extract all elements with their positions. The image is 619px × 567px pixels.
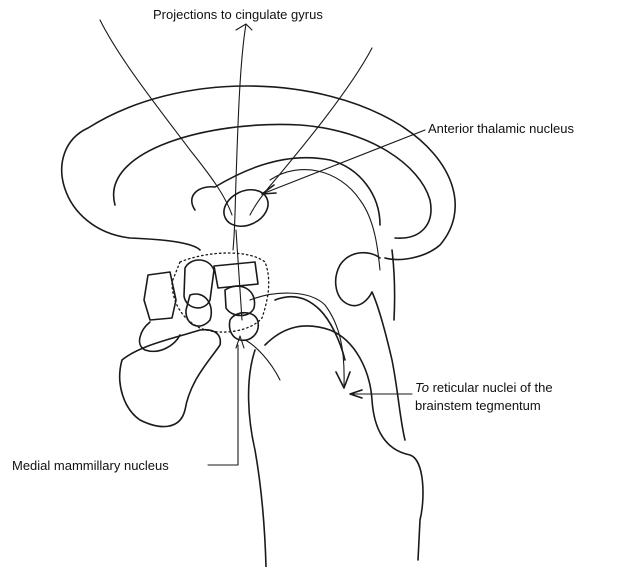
brainstem-right-wall: [391, 249, 396, 321]
descending-fiber: [244, 339, 281, 381]
title-projections-cingulate: Projections to cingulate gyrus: [153, 7, 323, 22]
cerebellar-notch: [334, 251, 406, 441]
optic-chiasm-shape: [138, 321, 181, 353]
nucleus-block-left: [143, 271, 177, 321]
mammillary-pointer-arrowhead: [235, 335, 245, 349]
anterior-thalamic-nucleus-shape: [223, 188, 269, 228]
outer-arch: [61, 85, 456, 261]
inner-arch: [112, 123, 432, 239]
projection-line-left: [99, 19, 233, 216]
infundibulum-shape: [118, 328, 222, 428]
nucleus-block-b: [213, 261, 259, 289]
reticular-pathway-arrowhead: [335, 371, 351, 389]
nucleus-dotted-boundary: [171, 252, 270, 333]
label-reticular-line2: brainstem tegmentum: [415, 398, 541, 413]
projection-line-center-fork: [235, 23, 253, 31]
mammillary-leader: [207, 344, 239, 466]
medial-mammillary-shape: [228, 311, 260, 342]
reticular-pathway-curve: [249, 292, 345, 386]
label-reticular-italic: To: [415, 380, 429, 395]
label-medial-mammillary-nucleus: Medial mammillary nucleus: [12, 458, 169, 473]
reticular-leader-arrowhead: [349, 389, 363, 399]
projection-line-center: [232, 23, 247, 251]
label-anterior-thalamic-nucleus: Anterior thalamic nucleus: [428, 121, 574, 136]
nucleus-block-d: [185, 293, 212, 327]
anterior-thalamic-leader: [261, 129, 426, 195]
brainstem-front: [264, 325, 424, 561]
anterior-thalamic-arrowhead: [261, 184, 277, 195]
mammillothalamic-tract: [235, 229, 243, 321]
brainstem-rear-outline: [247, 349, 267, 567]
label-reticular-rest: reticular nuclei of the: [429, 380, 553, 395]
label-reticular-line1: To reticular nuclei of the: [415, 380, 553, 395]
projection-line-right: [249, 47, 373, 216]
nucleus-block-c: [224, 285, 256, 317]
projection-line-right-tail: [269, 169, 381, 271]
brainstem-back: [274, 295, 346, 361]
